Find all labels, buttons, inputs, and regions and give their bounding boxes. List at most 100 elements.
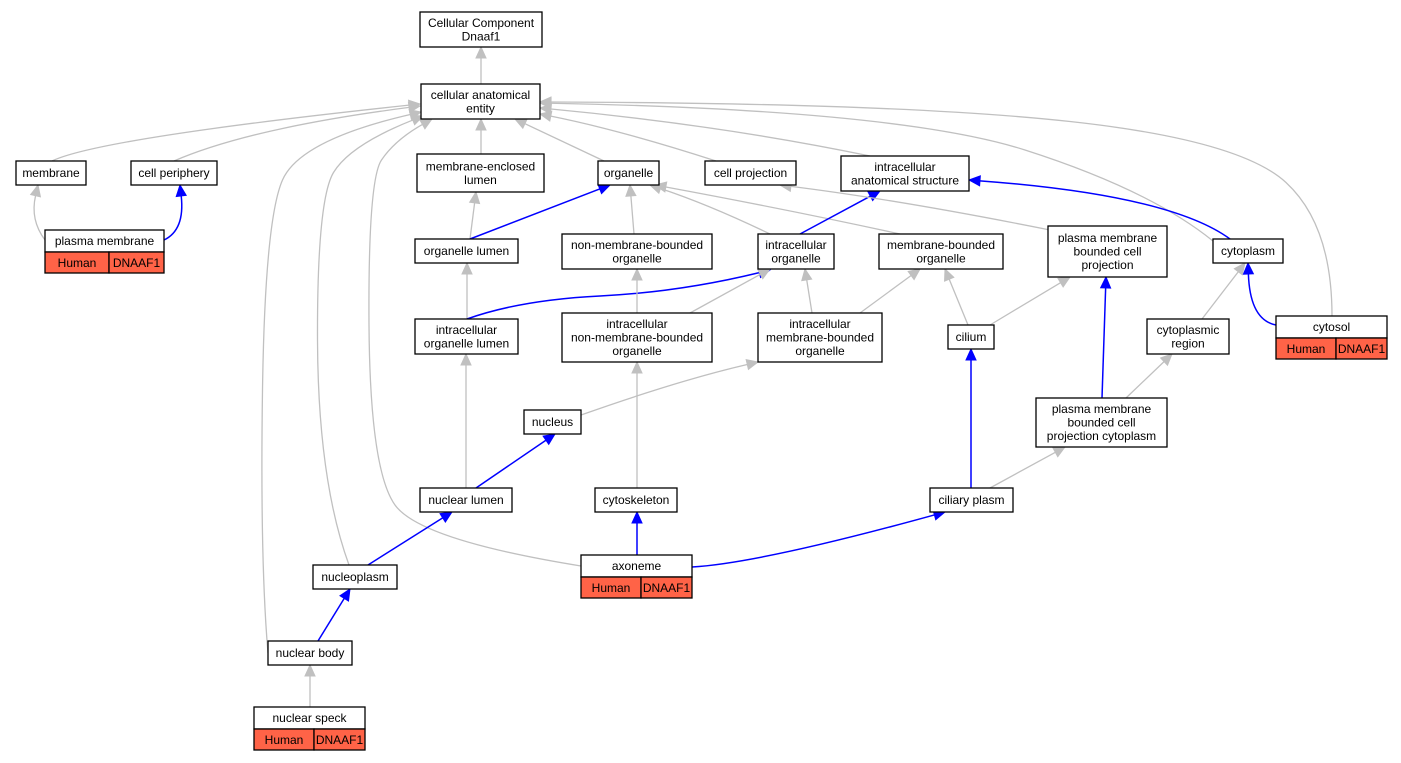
gene-label: DNAAF1 <box>643 581 691 595</box>
node-box <box>523 409 582 435</box>
edge-arrowhead <box>745 358 760 371</box>
node-label: membrane-bounded <box>766 331 874 345</box>
edge-arrowhead <box>1233 262 1246 276</box>
edge-arrowhead <box>801 267 813 282</box>
node-box <box>757 312 883 363</box>
edge-organelle_lumen-to-mel <box>468 190 481 240</box>
edge-arrowhead <box>461 261 473 275</box>
edge-nuclear_body-to-nucleoplasm <box>317 587 351 642</box>
edge-arrowhead <box>339 587 351 602</box>
edge-arrowhead <box>631 510 643 524</box>
node-cilium[interactable]: cilium <box>947 324 995 350</box>
node-label: entity <box>466 101 495 115</box>
edge-arrowhead <box>538 110 553 122</box>
edge-arrowhead <box>542 433 556 446</box>
node-box <box>419 11 543 48</box>
edge-arrowhead <box>410 114 425 126</box>
edge-plasma_membrane-to-cell_periphery <box>163 183 188 241</box>
node-box <box>947 324 995 350</box>
node-label: cilium <box>956 330 987 344</box>
edge-nucleoplasm-to-cae <box>316 114 425 566</box>
node-box <box>561 312 713 363</box>
edge-arrowhead <box>631 360 643 374</box>
edge-cytosol-to-cae <box>538 96 1333 317</box>
node-cell-periphery[interactable]: cell periphery <box>130 160 218 186</box>
edge-cytoplasm-to-ias <box>967 175 1231 240</box>
node-label: anatomical structure <box>851 173 959 187</box>
node-nucleoplasm[interactable]: nucleoplasm <box>312 564 398 590</box>
node-label: organelle <box>604 166 654 180</box>
edge-ciliary_plasm-to-cilium <box>965 347 977 488</box>
edge-pmbcpc-to-cytoplasmic_region <box>1125 353 1173 399</box>
edge-cae-to-root <box>475 45 487 84</box>
edge-arrowhead <box>29 183 42 198</box>
edge-arrowhead <box>513 118 528 130</box>
node-label: cytosol <box>1313 320 1350 334</box>
edge-arrowhead <box>625 183 637 197</box>
node-label: axoneme <box>612 559 662 573</box>
node-organelle-lumen[interactable]: organelle lumen <box>414 238 519 264</box>
node-nucleus[interactable]: nucleus <box>523 409 582 435</box>
node-cytoplasm[interactable]: cytoplasm <box>1212 238 1284 264</box>
node-label: Dnaaf1 <box>462 29 501 43</box>
edge-arrowhead <box>631 267 643 281</box>
node-label: intracellular <box>606 317 667 331</box>
edge-arrowhead <box>907 268 921 281</box>
edge-pmbcpc-to-pmbcp <box>1099 275 1112 399</box>
edge-cytoplasmic_region-to-cytoplasm <box>1201 262 1246 320</box>
node-nuclear-body[interactable]: nuclear body <box>267 640 353 666</box>
edge-mel-to-cae <box>475 117 487 154</box>
node-box <box>840 155 970 192</box>
edge-arrowhead <box>597 183 612 195</box>
edge-ias-to-cae <box>538 103 871 157</box>
node-label: region <box>1171 336 1204 350</box>
node-label: nucleus <box>532 415 573 429</box>
edge-arrowhead <box>1159 353 1173 367</box>
node-label: membrane-bounded <box>887 238 995 252</box>
node-label: organelle <box>612 251 662 265</box>
node-cell-projection[interactable]: cell projection <box>704 160 797 186</box>
edge-nucleoplasm-to-nuclear_lumen <box>367 511 454 566</box>
node-inmbo[interactable]: intracellularnon-membrane-boundedorganel… <box>561 312 713 363</box>
node-organelle[interactable]: organelle <box>597 160 660 186</box>
node-nuclear-lumen[interactable]: nuclear lumen <box>419 487 513 513</box>
gene-label: DNAAF1 <box>1338 342 1386 356</box>
node-label: nuclear body <box>276 646 345 660</box>
node-label: projection <box>1081 258 1133 272</box>
node-label: plasma membrane <box>1052 402 1152 416</box>
node-box <box>704 160 797 186</box>
node-ciliary-plasm[interactable]: ciliary plasm <box>929 487 1014 513</box>
edge-arrowhead <box>439 511 454 524</box>
edge-arrowhead <box>965 347 977 361</box>
node-label: organelle <box>612 344 662 358</box>
node-box <box>414 318 519 355</box>
node-box <box>416 153 545 193</box>
node-label: membrane-enclosed <box>426 159 535 173</box>
node-membrane[interactable]: membrane <box>15 160 87 186</box>
edge-arrowhead <box>304 663 316 677</box>
node-label: intracellular <box>436 323 497 337</box>
node-label: cytoskeleton <box>603 493 670 507</box>
node-box <box>414 238 519 264</box>
node-label: plasma membrane <box>55 234 155 248</box>
node-cytoskeleton[interactable]: cytoskeleton <box>594 487 678 513</box>
edge-arrowhead <box>1057 276 1072 288</box>
species-label: Human <box>58 256 97 270</box>
